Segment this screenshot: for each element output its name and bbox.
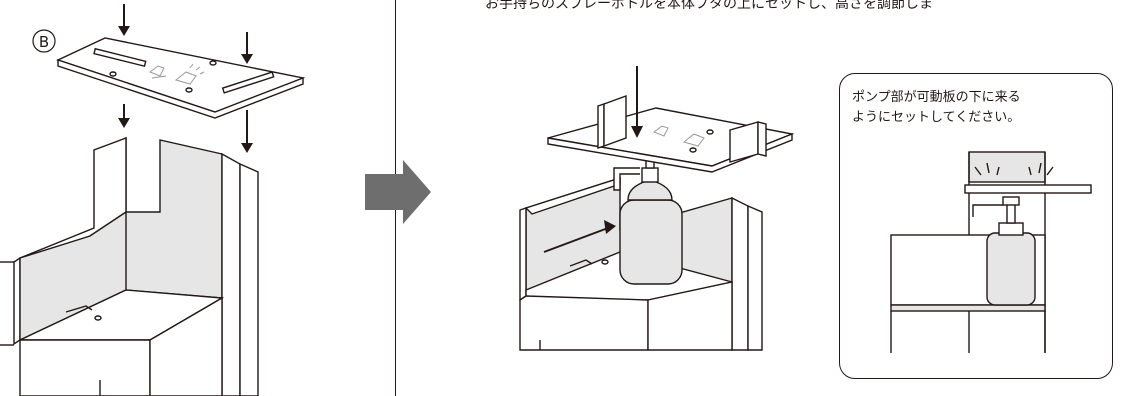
- instruction-text: お手持ちのスプレーボトルを本体ブタの上にセットし、高さを調節しま: [485, 0, 933, 12]
- hand-sanitizer-icon: [148, 63, 205, 85]
- callout-text-line-1: ポンプ部が可動板の下に来る: [852, 90, 1021, 105]
- movable-plate: [547, 95, 795, 173]
- step-label-letter: B: [39, 33, 49, 51]
- spray-bottle: [613, 149, 683, 285]
- bottle-on-stand-illustration: [519, 66, 795, 351]
- pump-detail-illustration: [889, 150, 1092, 353]
- down-arrow-icons: [118, 4, 253, 153]
- right-arrow-icon: [365, 160, 431, 224]
- step-arrow: [365, 160, 435, 224]
- callout-box: ポンプ部が可動板の下に来る ようにセットしてください。: [839, 73, 1113, 379]
- bottle-setup-diagram: [500, 0, 800, 396]
- emphasis-marks-icon: [973, 162, 1054, 175]
- stand-body: [0, 136, 259, 396]
- placement-arrows: [543, 66, 643, 253]
- step-label-circle: [32, 29, 56, 53]
- left-assembly-diagram: B: [0, 0, 395, 396]
- stand-plate-b-illustration: B: [0, 4, 306, 396]
- callout-text-line-2: ようにセットしてください。: [852, 110, 1021, 125]
- hand-sanitizer-icon: [652, 125, 705, 147]
- plate-b: [56, 37, 306, 119]
